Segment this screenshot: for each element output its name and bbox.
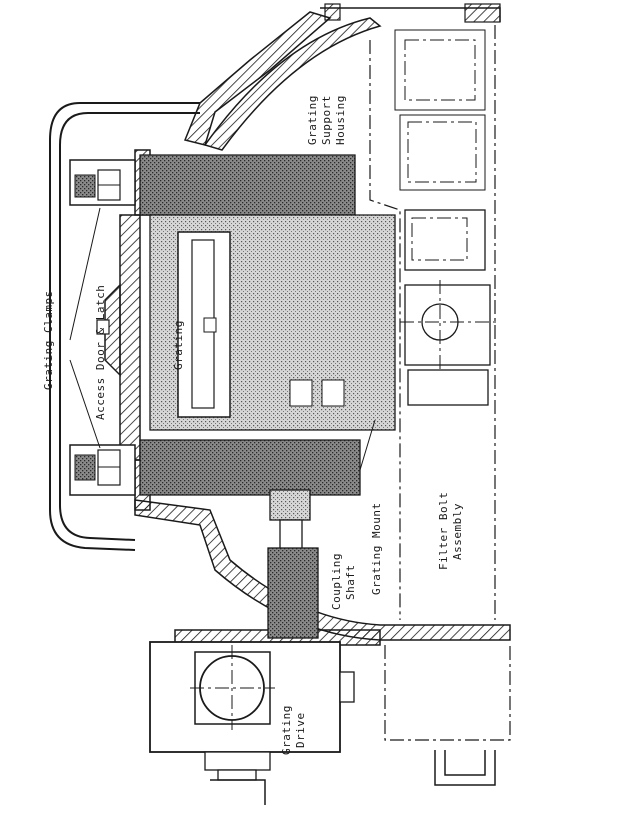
grating-clamp-top xyxy=(69,159,136,206)
grating-element xyxy=(177,231,231,418)
label-grating-drive-1: Grating xyxy=(280,705,293,755)
upper-hatched-wall xyxy=(183,3,501,151)
lower-filter-housing xyxy=(384,645,511,786)
label-filter-bolt-2: Assembly xyxy=(451,503,464,560)
label-grating-clamps: Grating Clamps xyxy=(42,290,55,390)
label-grating-support-2: Support xyxy=(320,95,333,145)
label-grating: Grating xyxy=(172,320,185,370)
label-grating-support-3: Housing xyxy=(334,95,347,145)
label-coupling-shaft-2: Shaft xyxy=(344,564,357,600)
label-filter-bolt-1: Filter Bolt xyxy=(437,492,450,570)
outer-housing-shell xyxy=(49,102,200,551)
grating-drive xyxy=(149,641,355,805)
label-grating-mount: Grating Mount xyxy=(370,502,383,595)
label-grating-drive-2: Drive xyxy=(294,712,307,748)
grating-clamp-bottom xyxy=(69,444,136,496)
leader-lines xyxy=(69,207,376,471)
access-door xyxy=(96,283,121,377)
label-coupling-shaft-1: Coupling xyxy=(330,553,343,610)
label-access-door-latch: Access Door & Latch xyxy=(94,285,107,420)
label-grating-support-1: Grating xyxy=(306,95,319,145)
coupling-shaft xyxy=(267,489,319,639)
filter-bolt-assembly xyxy=(369,25,500,620)
